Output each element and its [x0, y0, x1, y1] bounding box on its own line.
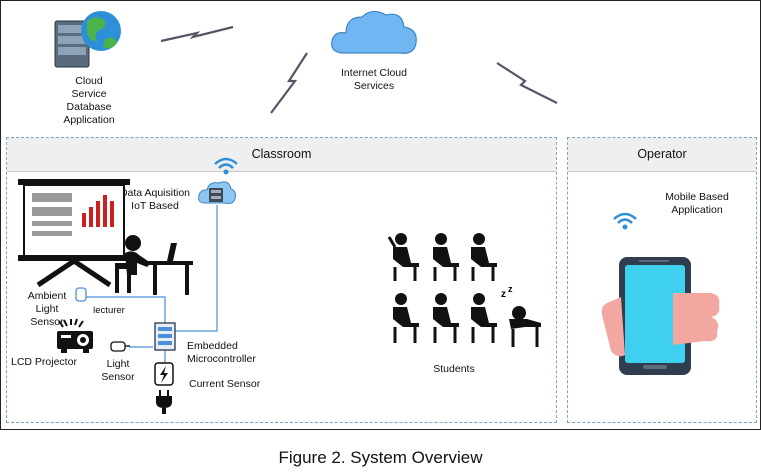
embedded-label-2: Microcontroller: [187, 353, 256, 365]
light-sensor-icon: [110, 341, 130, 352]
classroom-header: Classroom: [7, 138, 556, 172]
microcontroller-icon: [154, 322, 176, 351]
ambient-label-2: Light: [35, 303, 59, 315]
current-sensor-label: Current Sensor: [189, 378, 261, 390]
lcd-label: LCD Projector: [11, 356, 77, 368]
current-sensor-icon: [154, 362, 174, 386]
mobile-label-2: Application: [671, 204, 723, 216]
smartphone-hand-icon: [601, 257, 720, 375]
cloud-db-label-4: Application: [63, 114, 115, 126]
svg-text:z: z: [501, 289, 506, 300]
svg-text:z: z: [508, 284, 513, 294]
embedded-label-1: Embedded: [187, 340, 238, 352]
plug-icon: [156, 390, 172, 414]
ambient-sensor-icon: [75, 287, 87, 302]
ambient-label-1: Ambient: [27, 290, 67, 302]
projector-icon: [57, 318, 93, 353]
cloud-db-label-2: Service: [71, 88, 107, 100]
ambient-label-3: Sensor: [30, 316, 64, 328]
internet-cloud-icon: [331, 10, 417, 54]
light-sensor-label-1: Light: [106, 358, 130, 370]
data-acq-label-1: Data Aquisition: [119, 187, 191, 199]
lightning-link-icon: [496, 62, 558, 104]
classroom-panel: Classroom: [6, 137, 557, 423]
operator-panel: Operator: [567, 137, 757, 423]
light-sensor-label-2: Sensor: [101, 371, 135, 383]
figure-caption: Figure 2. System Overview: [278, 448, 483, 467]
wiring-lines: [81, 205, 218, 363]
projector-screen-icon: [18, 179, 130, 288]
wifi-icon: [613, 212, 637, 230]
students-icon: [387, 233, 497, 343]
operator-header: Operator: [568, 138, 756, 172]
wifi-icon: [214, 157, 238, 175]
internet-cloud-label-1: Internet Cloud: [341, 67, 407, 79]
internet-cloud-label-2: Services: [353, 80, 395, 92]
data-acq-label-2: IoT Based: [131, 200, 179, 212]
lecturer-desk-icon: [115, 235, 193, 295]
cloud-db-label-3: Database: [66, 101, 112, 113]
diagram-frame: Cloud Service Database Application Inter…: [0, 0, 761, 430]
cloud-db-label-1: Cloud: [75, 75, 103, 87]
sleeping-student-icon: z z: [501, 284, 541, 347]
lightning-link-icon: [160, 25, 234, 43]
students-label: Students: [433, 363, 475, 375]
lightning-link-icon: [270, 52, 308, 114]
iot-cloud-icon: [198, 181, 236, 204]
server-globe-icon: [54, 11, 121, 68]
mobile-label-1: Mobile Based: [665, 191, 729, 203]
lecturer-label: lecturer: [93, 305, 125, 316]
